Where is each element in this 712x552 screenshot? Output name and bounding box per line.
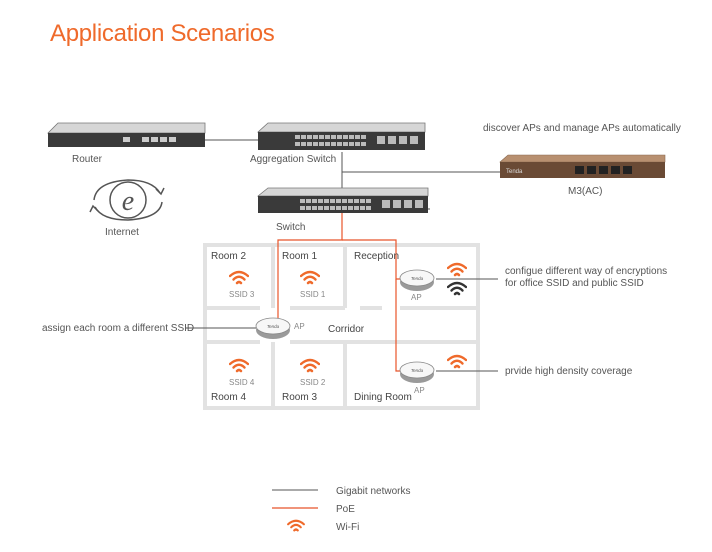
encryption-annotation-line2: for office SSID and public SSID — [505, 278, 644, 289]
ap-corridor[interactable]: Tenda — [255, 317, 291, 339]
aggregation-switch-device[interactable] — [256, 122, 426, 150]
corridor-label: Corridor — [328, 324, 365, 335]
dining-room-label: Dining Room — [354, 392, 412, 403]
ssid-4-label: SSID 4 — [229, 378, 255, 387]
reception-wifi-icon — [447, 262, 467, 277]
ap-reception[interactable]: Tenda — [399, 269, 435, 291]
internet-label: Internet — [105, 227, 139, 238]
legend-gigabit-label: Gigabit networks — [336, 486, 410, 497]
assign-annotation: assign each room a different SSID — [42, 323, 194, 334]
svg-text:e: e — [122, 186, 134, 217]
room-2-wifi-icon — [229, 270, 249, 285]
page-title: Application Scenarios — [50, 20, 275, 47]
controller-device[interactable]: Tenda — [499, 154, 666, 178]
ssid-1-label: SSID 1 — [300, 290, 326, 299]
density-annotation: prvide high density coverage — [505, 366, 633, 377]
encryption-annotation-line1: configue different way of encryptions — [505, 266, 667, 277]
controller-note: discover APs and manage APs automaticall… — [483, 123, 681, 134]
legend-wifi-label: Wi-Fi — [336, 522, 359, 533]
reception-secure-wifi-icon — [447, 281, 467, 296]
ssid-3-label: SSID 3 — [229, 290, 255, 299]
floor-plan — [203, 243, 480, 410]
switch-device[interactable] — [256, 187, 429, 213]
room-4-wifi-icon — [229, 358, 249, 373]
switch-label: Switch — [276, 222, 305, 233]
ap-corridor-brand: Tenda — [267, 324, 280, 329]
ap-reception-brand: Tenda — [411, 276, 424, 281]
legend-wifi-icon — [287, 519, 305, 532]
aggregation-switch-label: Aggregation Switch — [250, 154, 336, 165]
ap-dining[interactable]: Tenda — [399, 361, 435, 383]
room-4-label: Room 4 — [211, 392, 246, 403]
internet-icon: e — [89, 179, 165, 221]
room-1-wifi-icon — [300, 270, 320, 285]
ap-reception-label: AP — [411, 293, 422, 302]
router-label: Router — [72, 154, 103, 165]
legend: Gigabit networks PoE Wi-Fi — [272, 486, 410, 533]
room-1-label: Room 1 — [282, 251, 317, 262]
ap-corridor-label: AP — [294, 322, 305, 331]
legend-poe-label: PoE — [336, 504, 355, 515]
room-3-label: Room 3 — [282, 392, 317, 403]
ap-dining-brand: Tenda — [411, 368, 424, 373]
router-device[interactable] — [47, 122, 206, 147]
room-2-label: Room 2 — [211, 251, 246, 262]
ap-dining-label: AP — [414, 386, 425, 395]
reception-label: Reception — [354, 251, 399, 262]
dining-wifi-icon — [447, 354, 467, 369]
room-3-wifi-icon — [300, 358, 320, 373]
ssid-2-label: SSID 2 — [300, 378, 326, 387]
poe-links — [277, 212, 400, 372]
controller-label: M3(AC) — [568, 186, 602, 197]
controller-brand: Tenda — [506, 169, 523, 175]
